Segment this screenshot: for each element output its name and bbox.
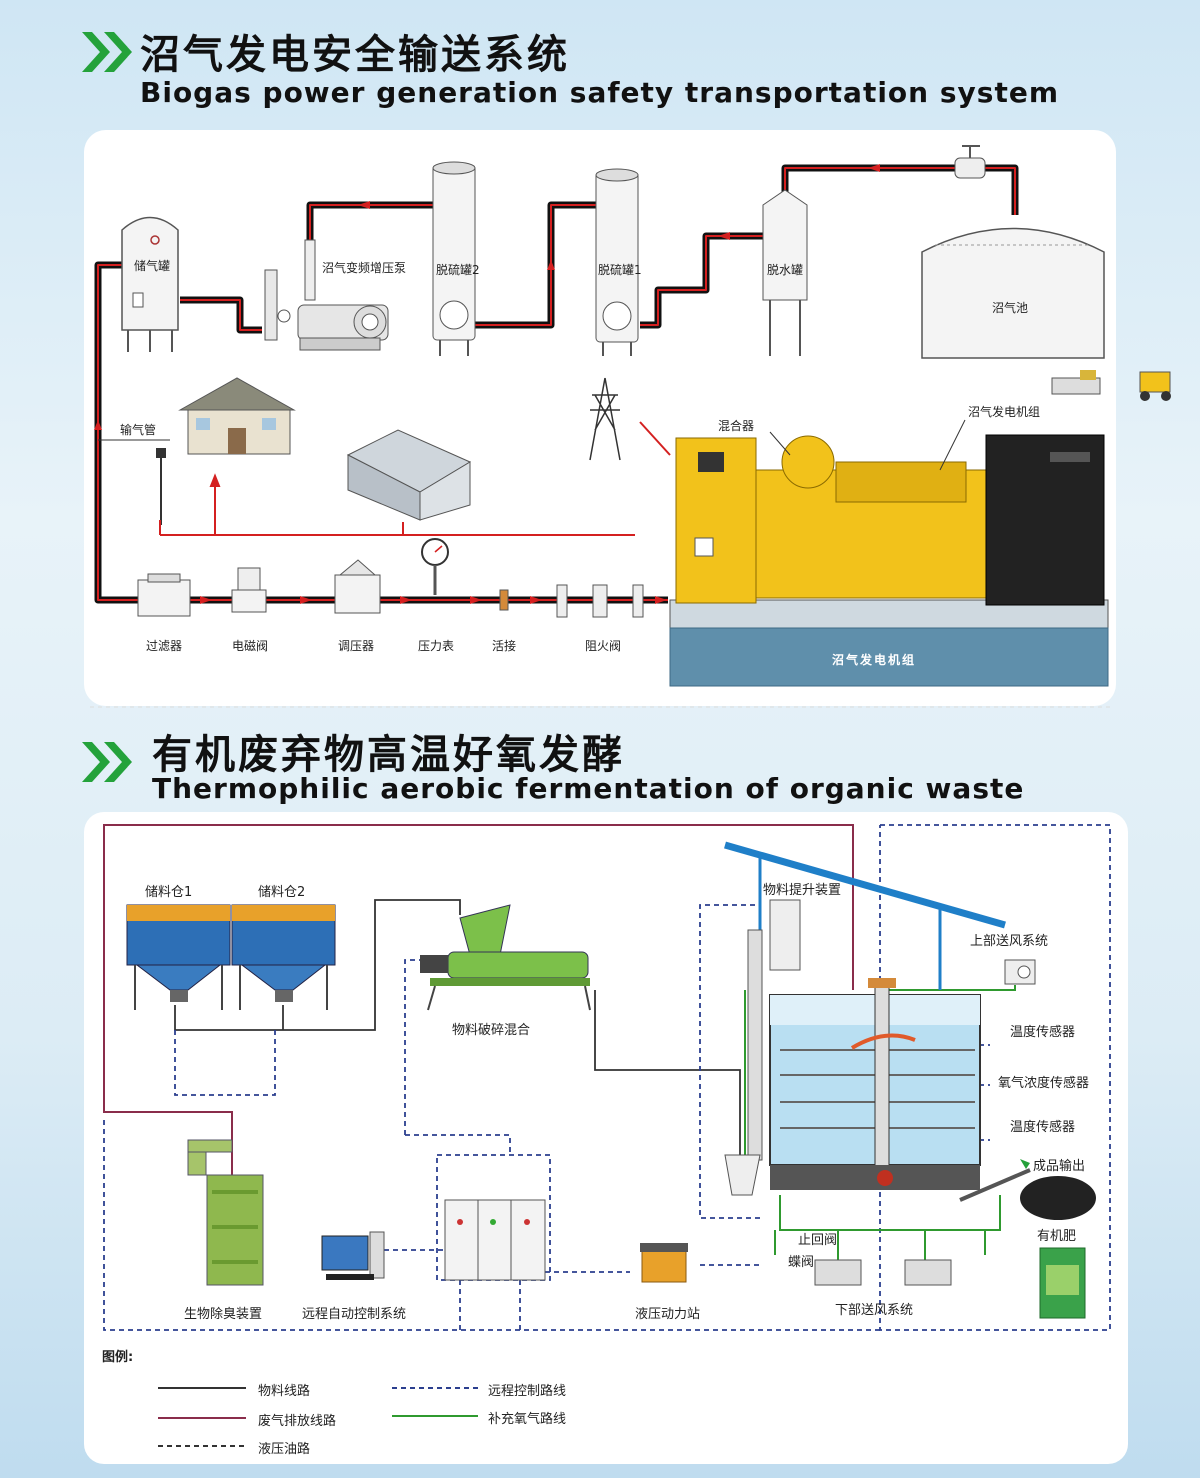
flow-arrows (94, 164, 880, 604)
label-temp1: 温度传感器 (1010, 1024, 1075, 1040)
house-icon (178, 377, 296, 455)
label-hydraulic: 液压动力站 (635, 1307, 700, 1322)
solenoid-valve: 电磁阀 (231, 567, 268, 653)
label-oxygen: 氧气浓度传感器 (998, 1075, 1089, 1091)
biogas-genset: 混合器 沼气发电机组 沼气发电机组 (669, 404, 1109, 687)
bio-deodorizer: 生物除臭装置 (184, 1139, 264, 1322)
label-upper-air: 上部送风系统 (970, 934, 1048, 949)
label-bin1: 储料仓1 (145, 885, 192, 900)
desulf-tank-2: 脱硫罐2 (432, 161, 480, 356)
hydraulic-station: 液压动力站 (635, 1243, 700, 1322)
label-genset-base: 沼气发电机组 (832, 652, 916, 667)
storage-tank: 储气罐 (121, 216, 179, 352)
digester-tank: 沼气池 (921, 227, 1105, 359)
section1-title-en: Biogas power generation safety transport… (140, 76, 1059, 109)
legend-oxygen: 补充氧气路线 (488, 1412, 567, 1427)
legend-material: 物料线路 (258, 1384, 311, 1399)
label-genset-top: 沼气发电机组 (968, 404, 1040, 419)
power-tower-icon (589, 377, 621, 461)
section1-title-zh: 沼气发电安全输送系统 (140, 32, 570, 78)
storage-bin-1: 储料仓1 (126, 885, 231, 1010)
label-dewater: 脱水罐 (767, 262, 803, 277)
pressure-regulator: 调压器 (334, 559, 381, 653)
label-storage-tank: 储气罐 (134, 258, 170, 273)
label-crusher: 物料破碎混合 (452, 1023, 530, 1038)
control-cabinet (444, 1199, 546, 1281)
flame-arrester-valve: 阻火阀 (556, 584, 644, 653)
label-check-valve: 止回阀 (798, 1233, 837, 1248)
label-mixer: 混合器 (718, 418, 754, 433)
street-lamp-icon (156, 448, 166, 525)
label-deodor: 生物除臭装置 (184, 1307, 262, 1322)
label-desulf2: 脱硫罐2 (436, 262, 480, 277)
crusher-mixer: 物料破碎混合 (420, 904, 591, 1038)
pressure-gauge: 压力表 (418, 538, 454, 653)
legend-remote: 远程控制路线 (488, 1384, 567, 1399)
section2-title-en: Thermophilic aerobic fermentation of org… (152, 772, 1025, 805)
filter: 过滤器 (137, 573, 191, 653)
section2-title-zh: 有机废弃物高温好氧发酵 (152, 732, 625, 778)
label-joint: 活接 (492, 638, 516, 653)
label-desulf1: 脱硫罐1 (598, 262, 642, 277)
label-solenoid: 电磁阀 (232, 638, 268, 653)
legend-exhaust: 废气排放线路 (258, 1414, 337, 1429)
top-valve (954, 145, 986, 179)
union-joint: 活接 (492, 589, 516, 653)
label-gas-pipe: 输气管 (120, 422, 156, 437)
oxygen-lines (744, 985, 1016, 1260)
label-fertilizer: 有机肥 (1037, 1229, 1076, 1244)
label-gauge: 压力表 (418, 639, 454, 653)
legend-hydraulic-oil: 液压油路 (258, 1442, 311, 1457)
biogas-diagram: 储气罐 沼气变频增压泵 脱硫罐2 脱硫罐1 脱水罐 (90, 145, 1171, 708)
chevron-double-icon-2 (82, 742, 132, 782)
label-regulator: 调压器 (338, 639, 374, 653)
factory-icon (346, 429, 472, 521)
computer-icon: 远程自动控制系统 (302, 1231, 406, 1322)
label-filter: 过滤器 (146, 639, 182, 653)
material-line (174, 899, 741, 1155)
booster-pump: 沼气变频增压泵 (264, 239, 406, 351)
chevron-double-icon (82, 32, 132, 72)
desulf-tank-1: 脱硫罐1 (595, 168, 642, 356)
gas-pipeline (94, 164, 1019, 604)
label-lift: 物料提升装置 (763, 882, 841, 898)
label-remote-ctrl: 远程自动控制系统 (302, 1307, 406, 1322)
label-butterfly: 蝶阀 (788, 1255, 814, 1270)
label-flame-arrester: 阻火阀 (585, 639, 621, 653)
fermentation-tank (769, 978, 981, 1190)
legend-title: 图例: (102, 1350, 134, 1365)
lower-air-system: 止回阀 蝶阀 下部送风系统 (788, 1233, 952, 1318)
tractor-icon (1051, 370, 1101, 395)
loader-icon (1139, 371, 1171, 401)
label-digester: 沼气池 (992, 300, 1028, 315)
label-lower-air: 下部送风系统 (835, 1303, 913, 1318)
power-distribution (159, 421, 671, 536)
label-bin2: 储料仓2 (258, 885, 305, 900)
dewater-tank: 脱水罐 (762, 189, 808, 356)
label-output: 成品输出 (1033, 1158, 1085, 1174)
storage-bin-2: 储料仓2 (231, 885, 336, 1010)
label-booster-pump: 沼气变频增压泵 (322, 260, 406, 275)
product-output: 成品输出 有机肥 (959, 1158, 1096, 1319)
exhaust-line (103, 824, 854, 1175)
upper-air-blower: 上部送风系统 (970, 934, 1048, 985)
label-temp2: 温度传感器 (1010, 1119, 1075, 1135)
material-lift: 物料提升装置 (724, 841, 1006, 1196)
